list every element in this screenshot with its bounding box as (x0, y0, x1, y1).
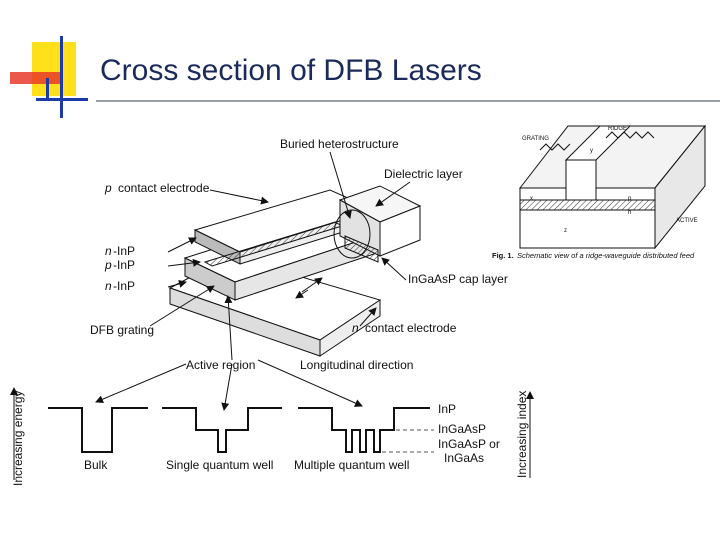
label-n-inp-bottom-prefix: n (105, 279, 112, 293)
caption-text: Schematic view of a ridge-waveguide dist… (517, 251, 695, 260)
label-ingaas: InGaAs (444, 451, 484, 465)
caption-fig-number: Fig. 1. (492, 251, 514, 260)
label-p-inp-prefix: p (104, 258, 112, 272)
material-guides (382, 429, 434, 453)
label-increasing-index: Increasing index (515, 391, 529, 478)
label-n-inp-bottom: -InP (113, 279, 135, 293)
label-p-inp: -InP (113, 258, 135, 272)
label-buried-heterostructure: Buried heterostructure (280, 137, 399, 151)
label-p: p (628, 196, 632, 202)
label-ingaasp-or: InGaAsP or (438, 437, 500, 451)
label-longitudinal-direction: Longitudinal direction (300, 358, 413, 372)
ridge-waveguide-figure (518, 124, 707, 250)
band-diagram (48, 407, 430, 453)
label-dielectric-layer: Dielectric layer (384, 167, 463, 181)
ridge-figure-labels: GRATING RIDGE ACTIVE p n y z x (522, 126, 698, 234)
label-active-region: Active region (186, 358, 255, 372)
axis-arrows (10, 387, 534, 480)
label-n-inp-top: -InP (113, 244, 135, 258)
corner-yellow-square (32, 42, 76, 96)
label-dfb-grating: DFB grating (90, 323, 154, 337)
label-ingaasp: InGaAsP (438, 422, 486, 436)
label-n-inp-top-prefix: n (105, 244, 112, 258)
label-n-contact-electrode: contact electrode (365, 321, 457, 335)
label-x: x (530, 196, 533, 202)
multiple-qw-band-profile (298, 407, 430, 453)
title-divider (96, 100, 720, 102)
slide-title: Cross section of DFB Lasers (100, 54, 482, 87)
corner-blue-horizontal-line (36, 98, 88, 101)
corner-blue-vertical-line (60, 36, 63, 118)
ridge-figure-caption: Fig. 1. Schematic view of a ridge-wavegu… (492, 251, 695, 260)
label-p-contact-prefix: p (104, 181, 112, 195)
corner-blue-short-line (46, 78, 49, 100)
laser-block (168, 185, 422, 357)
bulk-band-profile (48, 407, 148, 453)
label-p-contact-electrode: contact electrode (118, 181, 210, 195)
label-y: y (590, 148, 593, 154)
label-n-contact-prefix: n (352, 321, 359, 335)
label-ingaasp-cap-layer: InGaAsP cap layer (408, 272, 508, 286)
label-bulk: Bulk (84, 458, 108, 472)
label-grating: GRATING (522, 136, 549, 142)
corner-red-bar (10, 72, 62, 84)
single-qw-band-profile (162, 407, 282, 453)
label-multiple-quantum-well: Multiple quantum well (294, 458, 409, 472)
label-n: n (628, 210, 631, 216)
leader-lines (95, 151, 411, 411)
structure-labels: Buried heterostructure Dielectric layer … (90, 137, 508, 372)
label-active: ACTIVE (676, 218, 698, 224)
label-inp: InP (438, 402, 456, 416)
label-increasing-energy: Increasing energy (11, 391, 25, 486)
band-labels: Bulk Single quantum well Multiple quantu… (11, 391, 529, 486)
label-single-quantum-well: Single quantum well (166, 458, 273, 472)
label-z: z (564, 228, 567, 234)
label-ridge: RIDGE (608, 126, 627, 132)
